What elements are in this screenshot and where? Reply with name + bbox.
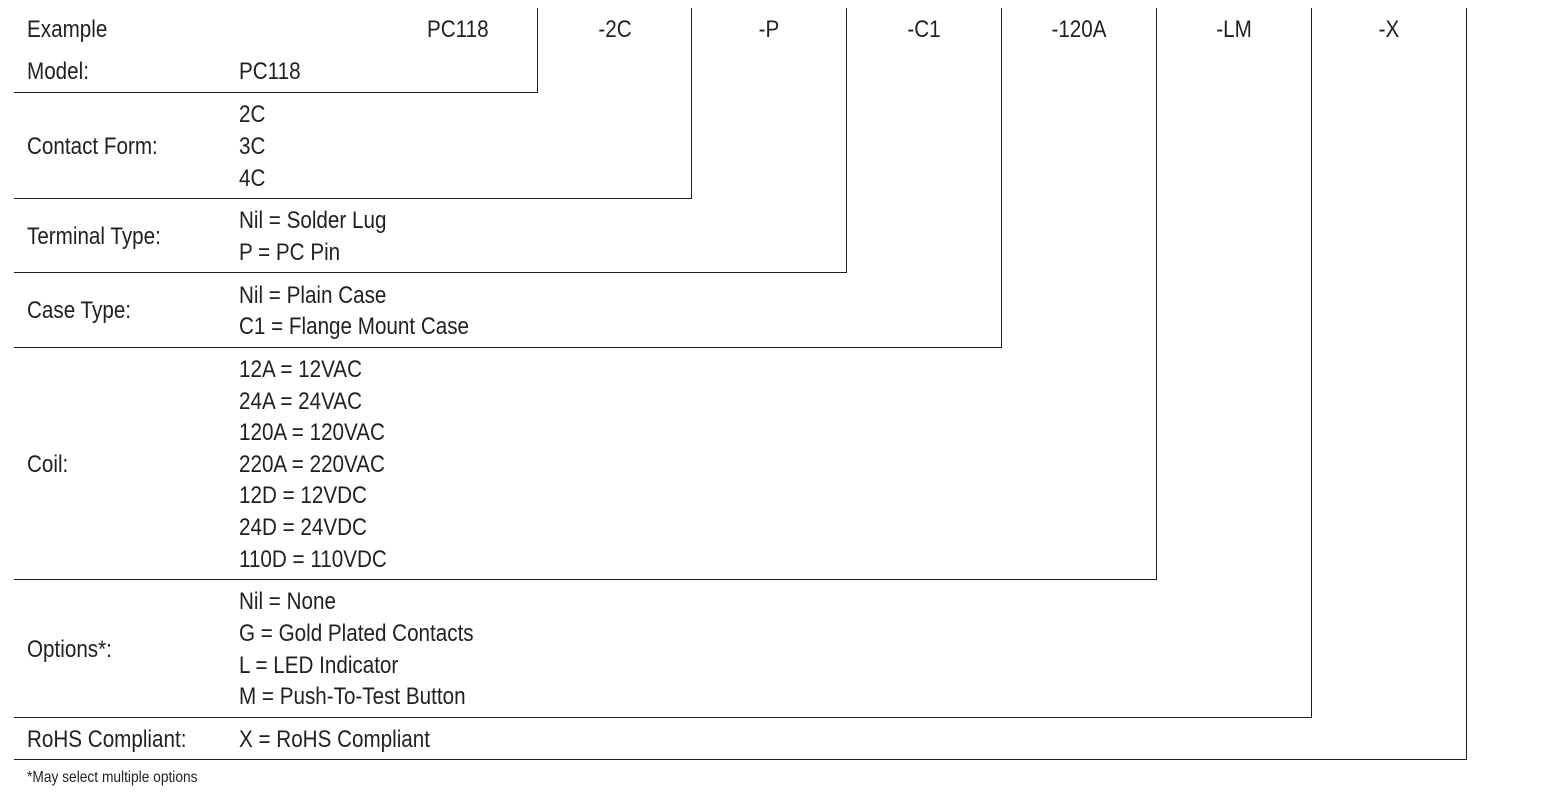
divider-rohs xyxy=(1466,8,1467,760)
option-value: 220A = 220VAC xyxy=(239,451,385,478)
row-label-options: Options*: xyxy=(27,636,112,663)
footnote: *May select multiple options xyxy=(27,769,198,786)
option-value: P = PC Pin xyxy=(239,239,341,266)
rule-rohs xyxy=(14,759,1467,760)
row-label-coil: Coil: xyxy=(27,451,69,478)
example-part-rohs: -X xyxy=(1378,16,1400,43)
row-label-case-type: Case Type: xyxy=(27,297,132,324)
option-value: 24D = 24VDC xyxy=(239,514,367,541)
row-label-terminal-type: Terminal Type: xyxy=(27,223,161,250)
divider-case-type xyxy=(1001,8,1002,348)
divider-options xyxy=(1311,8,1312,718)
option-value: Nil = Solder Lug xyxy=(239,207,387,234)
option-value: X = RoHS Compliant xyxy=(239,726,431,753)
divider-contact-form xyxy=(691,8,692,199)
divider-model xyxy=(537,8,538,93)
option-value: 24A = 24VAC xyxy=(239,388,362,415)
option-value: 120A = 120VAC xyxy=(239,419,385,446)
rule-model xyxy=(14,92,538,93)
row-label-rohs: RoHS Compliant: xyxy=(27,726,187,753)
option-value: 4C xyxy=(239,165,266,192)
row-options-model: PC118 xyxy=(239,56,311,88)
option-value: M = Push-To-Test Button xyxy=(239,683,466,710)
option-value: 2C xyxy=(239,101,266,128)
option-value: PC118 xyxy=(239,58,301,85)
option-value: 3C xyxy=(239,133,266,160)
option-value: 12D = 12VDC xyxy=(239,482,367,509)
option-value: Nil = None xyxy=(239,588,336,615)
example-part-case-type: -C1 xyxy=(907,16,941,43)
divider-terminal-type xyxy=(846,8,847,273)
rule-case-type xyxy=(14,347,1002,348)
rule-contact-form xyxy=(14,198,692,199)
example-part-model: PC118 xyxy=(427,16,489,43)
example-part-options: -LM xyxy=(1216,16,1252,43)
example-part-terminal-type: -P xyxy=(758,16,780,43)
option-value: Nil = Plain Case xyxy=(239,282,387,309)
row-label-model: Model: xyxy=(27,58,89,85)
divider-coil xyxy=(1156,8,1157,580)
example-part-coil: -120A xyxy=(1051,16,1107,43)
example-part-contact-form: -2C xyxy=(598,16,632,43)
row-label-contact-form: Contact Form: xyxy=(27,133,158,160)
rule-options xyxy=(14,717,1312,718)
option-value: L = LED Indicator xyxy=(239,652,399,679)
option-value: 110D = 110VDC xyxy=(239,546,387,573)
option-value: G = Gold Plated Contacts xyxy=(239,620,474,647)
example-label: Example xyxy=(27,16,108,43)
option-value: 12A = 12VAC xyxy=(239,356,362,383)
option-value: C1 = Flange Mount Case xyxy=(239,313,470,340)
rule-terminal-type xyxy=(14,272,847,273)
rule-coil xyxy=(14,579,1157,580)
